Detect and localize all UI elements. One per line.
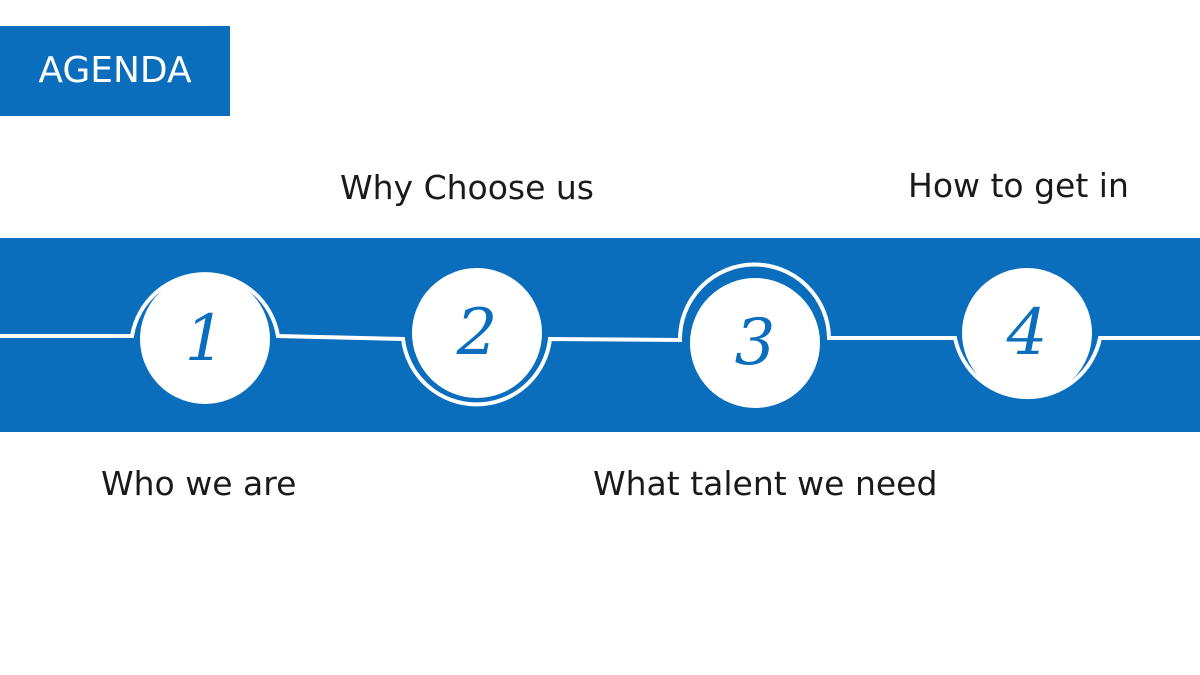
- step-label-3: What talent we need: [593, 464, 938, 503]
- step-label-4: How to get in: [908, 166, 1129, 205]
- step-circle-4: 4: [962, 268, 1092, 398]
- step-circle-1: 1: [140, 274, 270, 404]
- step-circle-3: 3: [690, 278, 820, 408]
- step-circle-2: 2: [412, 268, 542, 398]
- agenda-title: AGENDA: [0, 26, 230, 116]
- step-label-2: Why Choose us: [340, 168, 594, 207]
- step-label-1: Who we are: [101, 464, 297, 503]
